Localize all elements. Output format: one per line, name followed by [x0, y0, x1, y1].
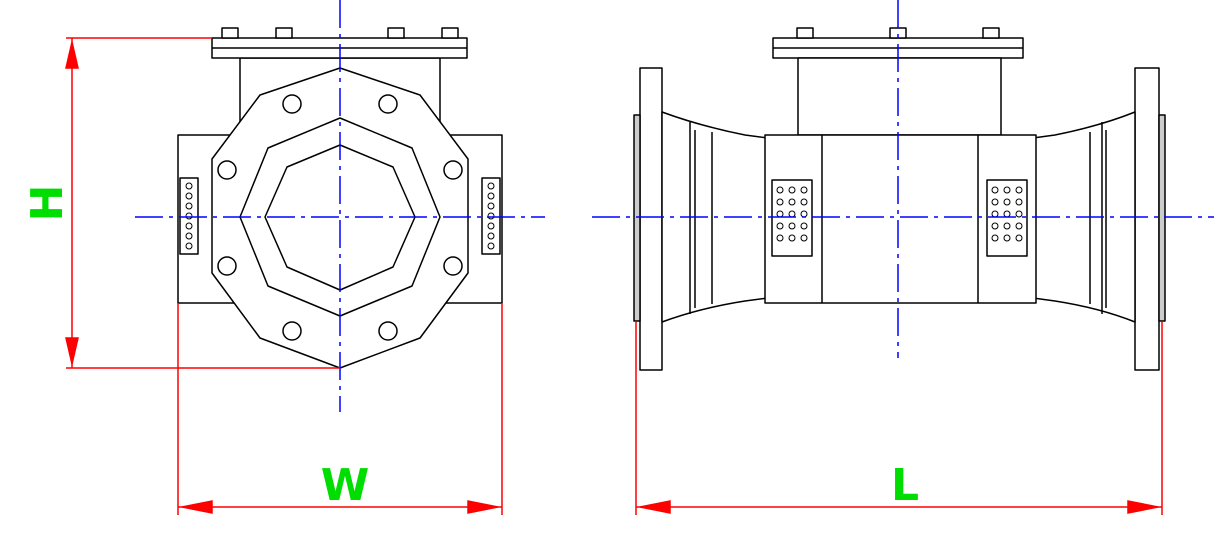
- left-terminal-strip: [179, 177, 199, 255]
- front-cover-bolts: [221, 27, 459, 39]
- side-neck: [797, 57, 1002, 136]
- length-dimension: [635, 322, 1163, 515]
- right-terminal-holes: [487, 182, 495, 250]
- left-end-flange: [639, 67, 663, 371]
- side-left-terminal-holes: [776, 186, 808, 242]
- side-right-terminal-holes: [991, 186, 1023, 242]
- left-flange-face: [633, 114, 641, 322]
- right-terminal-strip: [481, 177, 501, 255]
- side-left-terminal-box: [771, 179, 813, 257]
- length-label: L: [891, 460, 919, 511]
- side-right-terminal-box: [986, 179, 1028, 257]
- height-dimension: [65, 37, 340, 369]
- side-view: [633, 27, 1166, 371]
- right-end-flange: [1134, 67, 1160, 371]
- width-label: W: [321, 460, 370, 511]
- left-terminal-holes: [185, 182, 193, 250]
- width-dimension: [177, 303, 503, 515]
- front-bolt-holes: [217, 94, 463, 341]
- right-flange-face: [1158, 114, 1166, 322]
- height-label: H: [22, 185, 73, 222]
- dimensions: [65, 37, 1163, 515]
- centerlines: [135, 0, 1214, 412]
